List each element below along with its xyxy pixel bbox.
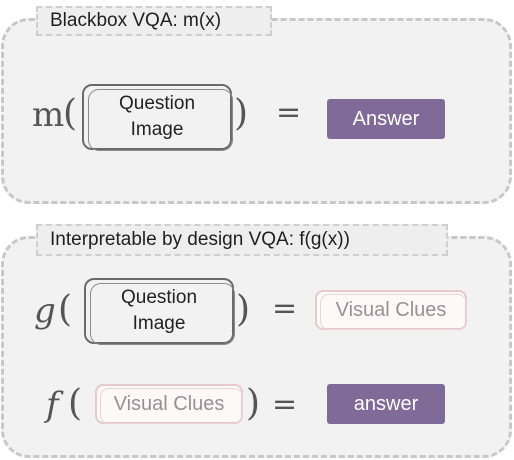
g-input-box: Question Image [84,278,235,345]
function-m-name: m [32,95,65,135]
close-paren-g: ) [236,289,251,330]
function-g-name: g [34,291,56,331]
g-input-question: Question [120,287,198,309]
f-answer-box: answer [327,384,445,424]
f-visual-clues-box: Visual Clues [95,384,243,424]
equals-sign-m: = [276,95,302,130]
open-paren-f: ( [68,383,83,424]
blackbox-panel-title: Blackbox VQA: m(x) [36,6,272,36]
interpretable-panel-title: Interpretable by design VQA: f(g(x)) [36,224,448,256]
open-paren-m: ( [63,93,78,134]
open-paren-g: ( [58,289,73,330]
function-f: f [46,388,59,422]
function-g: g [34,294,56,328]
g-input-image: Image [132,313,186,334]
function-f-name: f [46,385,59,425]
g-visual-clues-box: Visual Clues [315,290,467,330]
close-paren-m: ) [234,93,249,134]
equals-sign-g: = [272,291,298,326]
blackbox-input-image: Image [130,119,184,140]
blackbox-answer-box: Answer [327,99,445,139]
equals-sign-f: = [272,387,298,422]
close-paren-f: ) [246,383,261,424]
blackbox-input-box: Question Image [82,84,233,151]
function-m: m [32,98,64,132]
interpretable-panel [1,236,512,458]
blackbox-input-question: Question [118,93,196,115]
